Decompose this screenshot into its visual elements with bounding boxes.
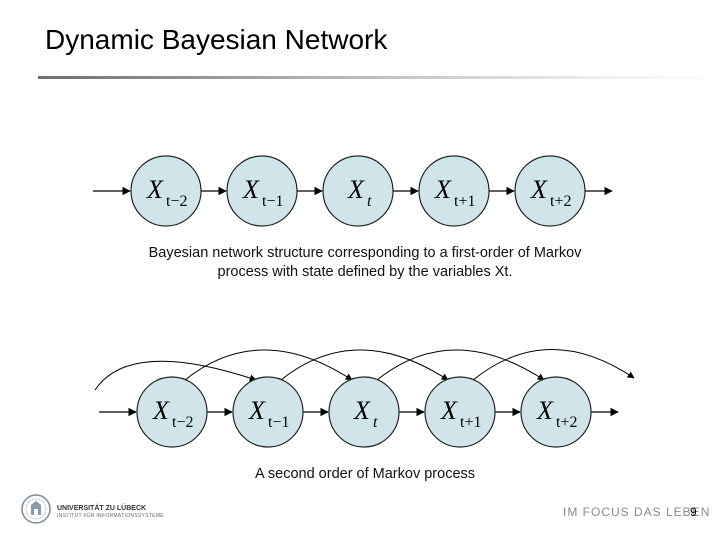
chain2-node-1: X t−2	[136, 376, 208, 448]
svg-text:X: X	[152, 396, 170, 425]
svg-text:t+2: t+2	[556, 414, 577, 431]
page-number: 9	[690, 505, 697, 519]
university-name: UNIVERSITÄT ZU LÜBECK	[57, 505, 147, 512]
chain1-node-1: X t−2	[130, 155, 202, 227]
chain1-node-5: X t+2	[514, 155, 586, 227]
second-order-chain: X t−2 X t−1 X t X t+1 X t+2	[94, 349, 635, 448]
svg-text:t+1: t+1	[460, 414, 481, 431]
chain1-node-2: X t−1	[226, 155, 298, 227]
svg-text:t−1: t−1	[262, 193, 283, 210]
svg-text:X: X	[536, 396, 554, 425]
first-order-chain: X t−2 X t−1 X t X t+1 X t+2	[93, 155, 613, 227]
institute-name: INSTITUT FÜR INFORMATIONSSYSTEME	[57, 513, 164, 519]
chain2-node-2: X t−1	[232, 376, 304, 448]
skip-arc-3	[280, 349, 449, 381]
skip-arc-5	[472, 349, 635, 381]
svg-text:X: X	[353, 396, 371, 425]
chain1-node-3: X t	[322, 155, 394, 227]
first-order-caption-line2: process with state defined by the variab…	[217, 264, 513, 280]
svg-text:t+2: t+2	[550, 193, 571, 210]
svg-text:t+1: t+1	[454, 193, 475, 210]
svg-text:X: X	[248, 396, 266, 425]
university-seal-icon	[21, 494, 51, 524]
chain1-node-4: X t+1	[418, 155, 490, 227]
chain2-node-3: X t	[328, 376, 400, 448]
skip-arc-1	[94, 360, 257, 391]
skip-arc-2	[184, 349, 353, 381]
skip-arc-4	[376, 349, 545, 381]
chain2-node-5: X t+2	[520, 376, 592, 448]
svg-text:t: t	[367, 193, 372, 210]
svg-text:X: X	[530, 175, 548, 204]
title-divider	[38, 76, 720, 79]
slide-title: Dynamic Bayesian Network	[45, 24, 388, 55]
svg-text:t−2: t−2	[166, 193, 187, 210]
first-order-caption-line1: Bayesian network structure corresponding…	[148, 245, 582, 261]
svg-text:X: X	[146, 175, 164, 204]
second-order-caption: A second order of Markov process	[254, 466, 476, 482]
svg-text:X: X	[434, 175, 452, 204]
svg-text:X: X	[242, 175, 260, 204]
first-order-caption: Bayesian network structure corresponding…	[115, 244, 615, 282]
svg-text:t−1: t−1	[268, 414, 289, 431]
svg-text:t: t	[373, 414, 378, 431]
svg-text:X: X	[347, 175, 365, 204]
svg-text:t−2: t−2	[172, 414, 193, 431]
svg-text:X: X	[440, 396, 458, 425]
chain2-node-4: X t+1	[424, 376, 496, 448]
footer-slogan: IM FOCUS DAS LEBEN	[563, 505, 711, 519]
